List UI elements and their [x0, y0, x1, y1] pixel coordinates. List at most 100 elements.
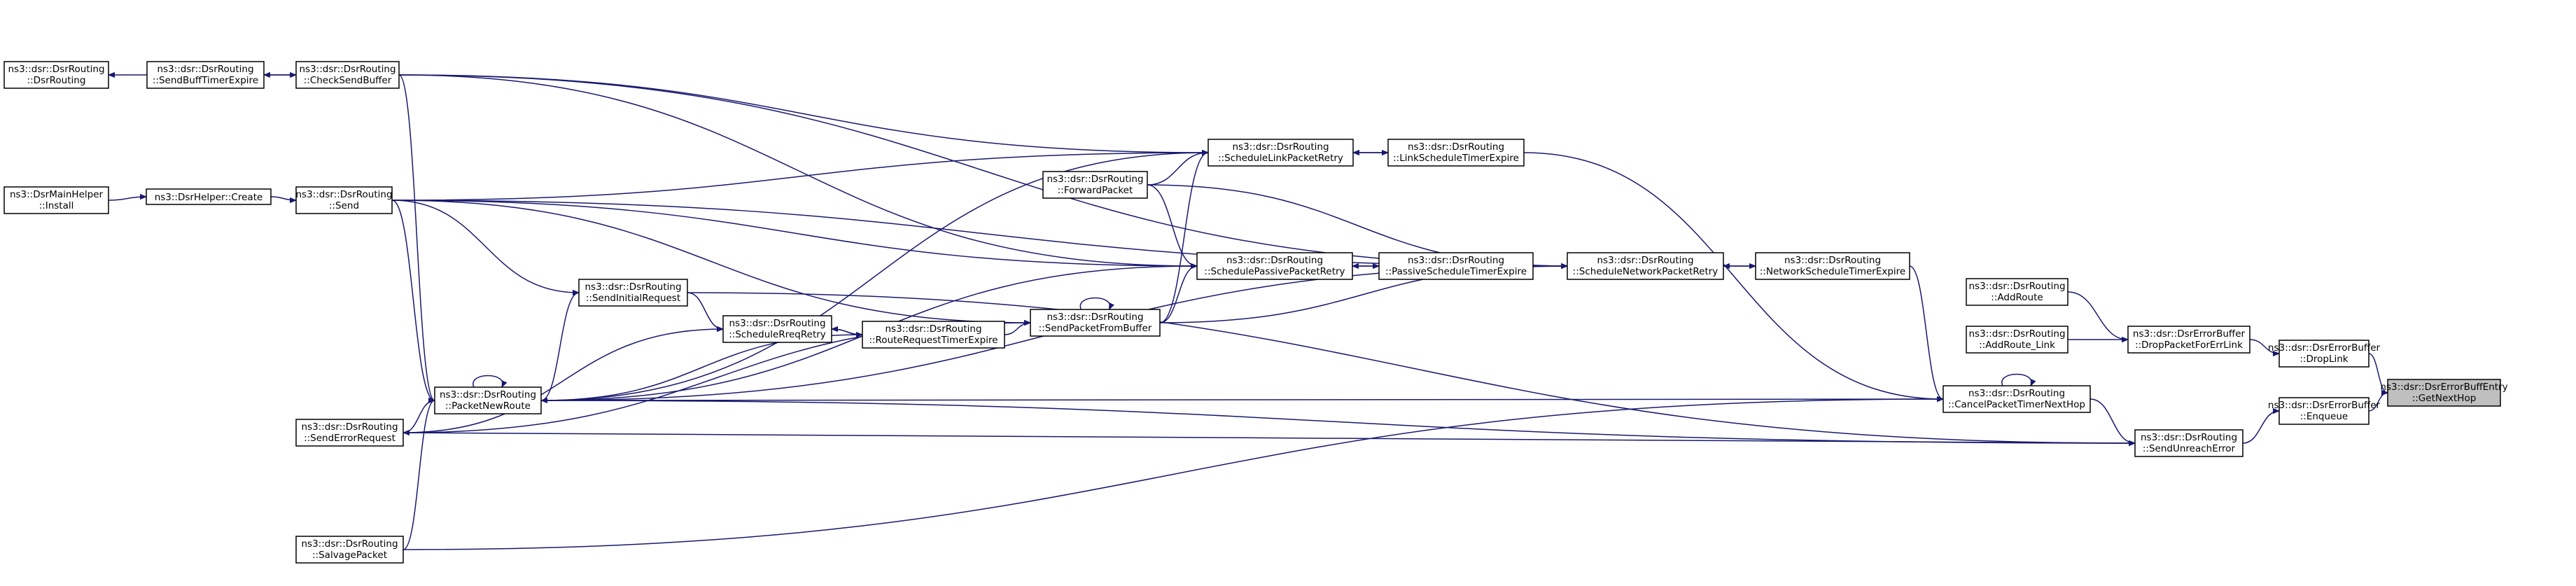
- node-schedulenetworkpacketretry[interactable]: ns3::dsr::DsrRouting::ScheduleNetworkPac…: [1567, 252, 1724, 280]
- node-label-line1: ns3::dsr::DsrRouting: [584, 281, 681, 293]
- node-box: [1966, 278, 2068, 306]
- node-label-line2: ::PacketNewRoute: [445, 400, 531, 412]
- node-label-line2: ::Send: [329, 200, 359, 211]
- node-label-line2: ::DsrRouting: [27, 75, 86, 86]
- node-dsrmainhelperinstall[interactable]: ns3::DsrMainHelper::Install: [4, 186, 109, 214]
- node-sendpacketfrombuffer[interactable]: ns3::dsr::DsrRouting::SendPacketFromBuff…: [1030, 309, 1161, 337]
- edge-line: [398, 74, 1197, 266]
- edge-line: [2368, 393, 2388, 412]
- node-label-line1: ns3::dsr::DsrRouting: [1597, 255, 1693, 266]
- node-box: [1567, 252, 1724, 280]
- node-enqueue[interactable]: ns3::dsr::DsrErrorBuffer::Enqueue: [2268, 397, 2381, 425]
- edge-line: [2090, 398, 2136, 443]
- edge-cancelpackettimernexthop-to-cancelpackettimernexthop: [2001, 373, 2031, 386]
- node-box: [295, 536, 404, 564]
- node-label-line1: ns3::dsr::DsrRouting: [1784, 255, 1881, 266]
- node-label-line1: ns3::dsr::DsrErrorBuffer: [2268, 342, 2381, 354]
- node-box: [2278, 397, 2370, 425]
- edge-send-to-sendpacketfrombuffer: [391, 200, 1030, 323]
- node-passivescheduletimerexpire[interactable]: ns3::dsr::DsrRouting::PassiveScheduleTim…: [1378, 252, 1534, 280]
- edge-line: [1147, 153, 1208, 186]
- node-box: [862, 321, 1005, 349]
- edge-sendpacketfrombuffer-to-schedulelinkpacketretry: [1159, 153, 1209, 323]
- edge-dsrmainhelperinstall-to-dsrhelpercreate: [108, 197, 146, 201]
- node-label-line1: ns3::dsr::DsrRouting: [2141, 432, 2237, 443]
- edge-line: [687, 292, 2135, 443]
- edge-line: [398, 74, 1567, 266]
- node-networkscheduletimerexpire[interactable]: ns3::dsr::DsrRouting::NetworkScheduleTim…: [1755, 252, 1910, 280]
- node-label-line1: ns3::dsr::DsrRouting: [295, 189, 392, 200]
- node-label-line1: ns3::dsr::DsrRouting: [1226, 255, 1323, 266]
- edge-packetnewroute-to-sendinitialrequest: [540, 293, 580, 401]
- node-label-line2: ::DropPacketForErrLink: [2135, 340, 2243, 351]
- node-layer: ns3::dsr::DsrErrorBuffEntry::GetNextHopn…: [4, 61, 2508, 564]
- edge-salvagepacket-to-packetnewroute: [402, 400, 435, 550]
- node-box: [1387, 139, 1525, 167]
- edge-enqueue-to-getnexthop: [2368, 393, 2388, 412]
- node-box: [1755, 252, 1910, 280]
- node-dsrrouting[interactable]: ns3::dsr::DsrRouting::DsrRouting: [4, 61, 109, 89]
- node-label-line2: ::SendPacketFromBuffer: [1039, 323, 1152, 334]
- node-salvagepacket[interactable]: ns3::dsr::DsrRouting::SalvagePacket: [295, 536, 404, 564]
- node-droplink[interactable]: ns3::dsr::DsrErrorBuffer::DropLink: [2268, 340, 2381, 368]
- node-box: [434, 386, 542, 414]
- node-label-line1: ns3::dsr::DsrRouting: [157, 64, 253, 75]
- node-addroute-link[interactable]: ns3::dsr::DsrRouting::AddRoute_Link: [1966, 326, 2068, 354]
- node-label-line2: ::AddRoute_Link: [1979, 340, 2055, 351]
- node-forwardpacket[interactable]: ns3::dsr::DsrRouting::ForwardPacket: [1042, 171, 1148, 199]
- edge-line: [391, 200, 579, 293]
- edge-line: [2242, 411, 2280, 444]
- node-label-line2: ::LinkScheduleTimerExpire: [1393, 153, 1519, 164]
- node-label-line2: ::SchedulePassivePacketRetry: [1204, 266, 1345, 277]
- node-packetnewroute[interactable]: ns3::dsr::DsrRouting::PacketNewRoute: [434, 386, 542, 414]
- node-box: [1942, 385, 2091, 413]
- node-addroute[interactable]: ns3::dsr::DsrRouting::AddRoute: [1966, 278, 2068, 306]
- node-label-line1: ns3::dsr::DsrRouting: [1968, 281, 2065, 292]
- node-label-line1: ns3::dsr::DsrErrorBuffEntry: [2380, 382, 2507, 393]
- edge-line: [2067, 291, 2128, 340]
- node-checksendbuffer[interactable]: ns3::dsr::DsrRouting::CheckSendBuffer: [295, 61, 400, 89]
- node-cancelpackettimernexthop[interactable]: ns3::dsr::DsrRouting::CancelPacketTimerN…: [1942, 385, 2091, 413]
- edge-packetnewroute-to-schedulelinkpacketretry: [540, 153, 1208, 401]
- edge-line: [2249, 339, 2280, 354]
- node-label-line2: ::AddRoute: [1991, 292, 2043, 303]
- node-box: [146, 61, 265, 89]
- edge-checksendbuffer-to-schedulenetworkpacketretry: [398, 74, 1567, 266]
- node-label-line2: ::SalvagePacket: [312, 550, 387, 561]
- node-label-line2: ::Enqueue: [2300, 411, 2348, 422]
- edge-line: [398, 74, 435, 400]
- edge-line: [1004, 323, 1031, 335]
- node-droppacketforerrlink[interactable]: ns3::dsr::DsrErrorBuffer::DropPacketForE…: [2127, 326, 2250, 354]
- node-label-line2: ::DropLink: [2300, 354, 2348, 365]
- node-getnexthop[interactable]: ns3::dsr::DsrErrorBuffEntry::GetNextHop: [2380, 379, 2508, 407]
- node-sendunreacherror[interactable]: ns3::dsr::DsrRouting::SendUnreachError: [2134, 429, 2244, 457]
- node-schedulepassivepacketretry[interactable]: ns3::dsr::DsrRouting::SchedulePassivePac…: [1196, 252, 1353, 280]
- edge-addroute-to-droppacketforerrlink: [2067, 291, 2128, 340]
- node-linkscheduletimerexpire[interactable]: ns3::dsr::DsrRouting::LinkScheduleTimerE…: [1387, 139, 1525, 167]
- node-label-line2: ::GetNextHop: [2412, 393, 2477, 404]
- node-label-line1: ns3::dsr::DsrRouting: [1968, 388, 2065, 399]
- edge-line: [270, 196, 296, 200]
- node-schedulelinkpacketretry[interactable]: ns3::dsr::DsrRouting::ScheduleLinkPacket…: [1208, 139, 1354, 167]
- node-dsrhelpercreate[interactable]: ns3::DsrHelper::Create: [146, 188, 272, 205]
- node-send[interactable]: ns3::dsr::DsrRouting::Send: [295, 186, 393, 214]
- node-box: [1030, 309, 1161, 337]
- edge-line: [2001, 373, 2031, 386]
- edge-line: [108, 197, 146, 201]
- node-box: [1378, 252, 1534, 280]
- node-schedulerreqretry[interactable]: ns3::dsr::DsrRouting::ScheduleRreqRetry: [722, 315, 832, 343]
- edge-checksendbuffer-to-packetnewroute: [398, 74, 435, 400]
- node-box: [1966, 326, 2068, 354]
- node-senderrorrequest[interactable]: ns3::dsr::DsrRouting::SendErrorRequest: [295, 419, 404, 447]
- node-label-line2: ::SendBuffTimerExpire: [153, 75, 258, 86]
- node-sendinitialrequest[interactable]: ns3::dsr::DsrRouting::SendInitialRequest: [578, 279, 688, 307]
- node-label-line1: ns3::dsr::DsrRouting: [1968, 328, 2065, 340]
- node-box: [722, 315, 832, 343]
- edge-line: [540, 400, 2135, 443]
- node-label-line2: ::PassiveScheduleTimerExpire: [1385, 266, 1527, 277]
- node-routerequesttimerexpire[interactable]: ns3::dsr::DsrRouting::RouteRequestTimerE…: [862, 321, 1005, 349]
- node-label-line2: ::CheckSendBuffer: [304, 75, 392, 86]
- edge-routerequesttimerexpire-to-packetnewroute: [541, 334, 863, 400]
- edge-line: [540, 293, 580, 401]
- node-sendbufftimerexpire[interactable]: ns3::dsr::DsrRouting::SendBuffTimerExpir…: [146, 61, 265, 89]
